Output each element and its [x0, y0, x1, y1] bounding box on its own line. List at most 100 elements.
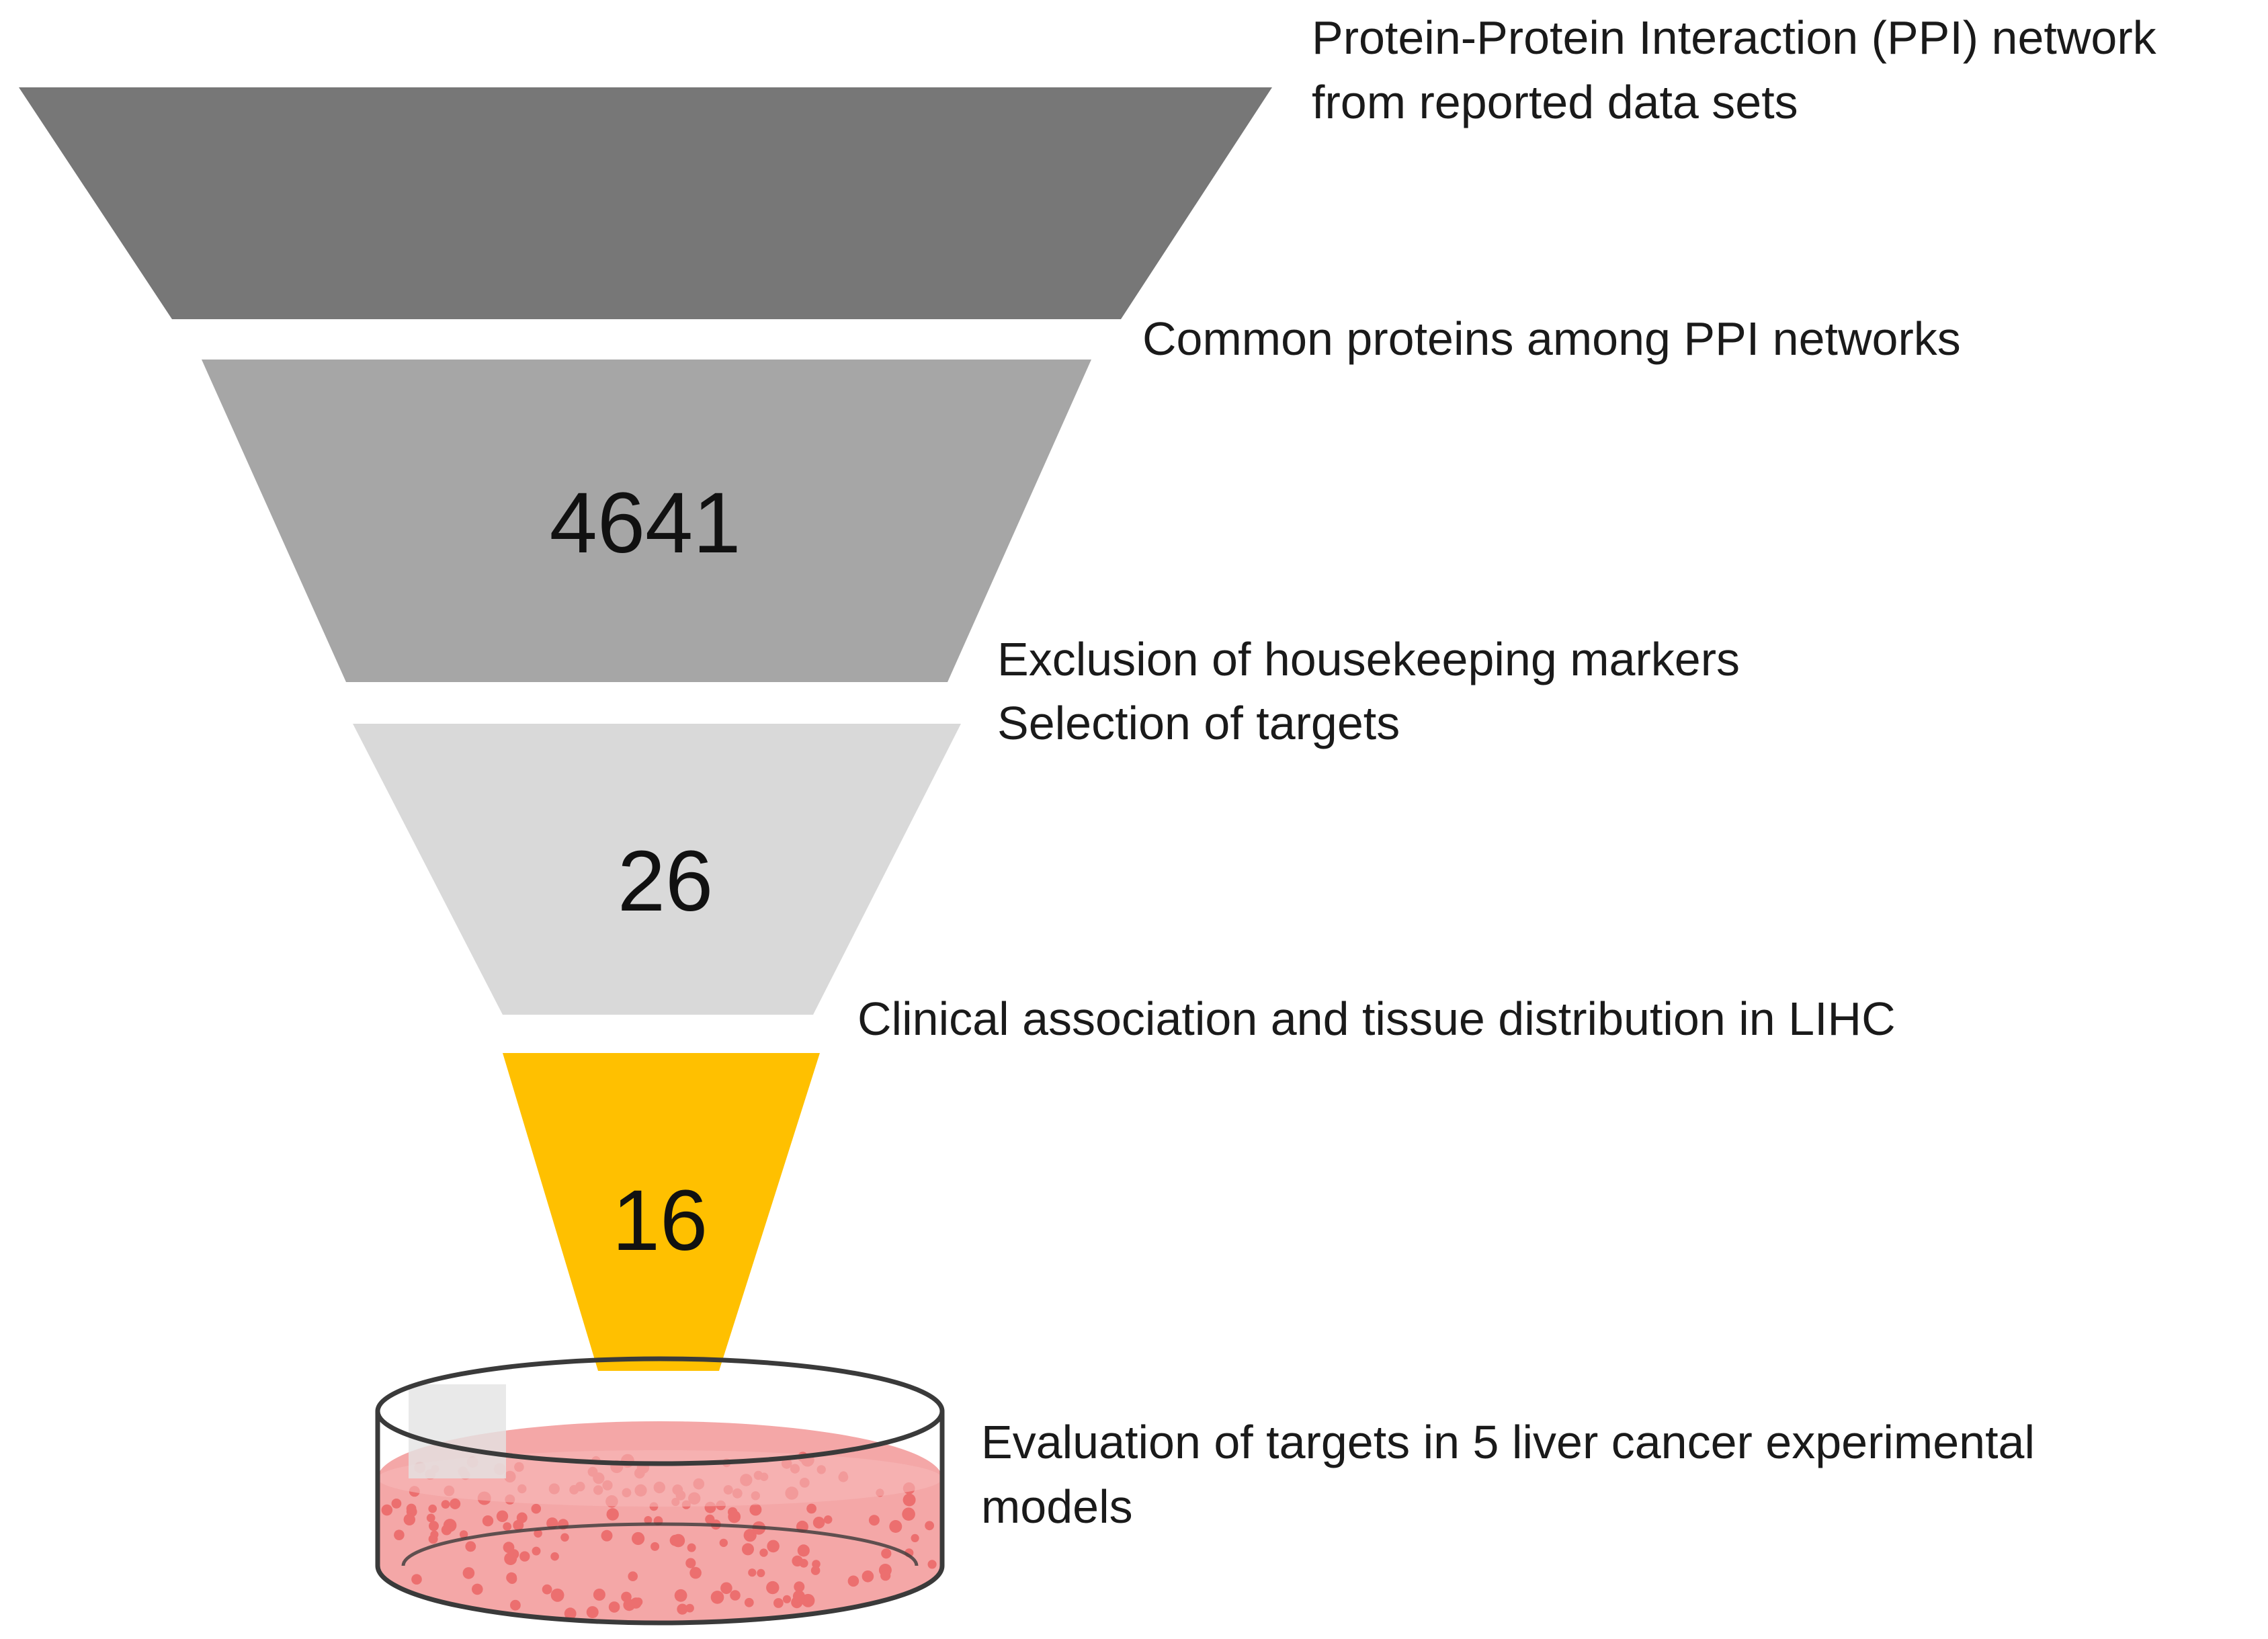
cell-dot — [868, 1515, 880, 1526]
cell-dot — [450, 1498, 461, 1509]
cell-dot — [503, 1542, 515, 1554]
stage-3-count: 26 — [618, 833, 713, 929]
funnel-stage-2: 4641 — [202, 360, 1091, 682]
cell-dot — [767, 1540, 780, 1553]
cell-dot — [430, 1530, 439, 1539]
cell-dot — [806, 1503, 816, 1514]
cell-dot — [462, 1567, 475, 1579]
cell-dot — [792, 1590, 805, 1603]
stage-1-label: Protein-Protein Interaction (PPI) networ… — [1312, 11, 2169, 128]
petri-dish-icon — [375, 1356, 945, 1626]
cell-dot — [810, 1566, 821, 1575]
cell-dot — [482, 1515, 494, 1527]
cell-dot — [650, 1542, 660, 1551]
cell-dot — [812, 1517, 825, 1529]
cell-dot — [685, 1558, 696, 1568]
cell-dot — [542, 1584, 552, 1595]
cell-dot — [426, 1513, 435, 1523]
cell-dot — [748, 1568, 757, 1577]
cell-dot — [564, 1607, 577, 1620]
cell-dot — [687, 1543, 696, 1552]
cell-dot — [644, 1516, 653, 1524]
cell-dot — [504, 1552, 517, 1565]
stage-4-count: 16 — [612, 1173, 708, 1269]
cell-dot — [586, 1606, 599, 1619]
cell-dot — [773, 1598, 784, 1608]
stage-1-shape — [19, 87, 1272, 319]
cell-dot — [880, 1570, 891, 1581]
cell-dot — [411, 1574, 422, 1585]
stage-4-label: Clinical association and tissue distribu… — [857, 993, 1896, 1045]
cell-dot — [593, 1589, 605, 1601]
cell-dot — [889, 1520, 902, 1533]
cell-dot — [925, 1521, 934, 1531]
cell-dot — [847, 1575, 859, 1587]
cell-dot — [606, 1508, 619, 1521]
cell-dot — [677, 1603, 688, 1615]
cell-dot — [782, 1595, 792, 1603]
cell-dot — [441, 1524, 452, 1536]
cell-dot — [671, 1533, 685, 1548]
cell-dot — [496, 1510, 509, 1522]
cell-dot — [632, 1531, 645, 1546]
cell-dot — [792, 1555, 803, 1567]
cell-dot — [744, 1597, 754, 1607]
cell-dot — [674, 1589, 687, 1602]
cell-dot — [394, 1529, 405, 1540]
cell-dot — [608, 1601, 620, 1613]
cell-dot — [516, 1512, 528, 1523]
cell-dot — [797, 1544, 810, 1557]
cell-dot — [428, 1504, 437, 1513]
cell-dot — [534, 1529, 542, 1538]
cell-dot — [601, 1529, 613, 1542]
cell-dot — [506, 1572, 517, 1583]
cell-dot — [927, 1560, 937, 1569]
cell-dot — [465, 1541, 476, 1552]
cell-dot — [550, 1552, 559, 1561]
funnel-stage-3: 26 — [353, 724, 961, 1015]
cell-dot — [472, 1583, 483, 1595]
stage-2-count: 4641 — [550, 475, 741, 571]
funnel-stage-4: 16 — [503, 1053, 820, 1371]
cell-dot — [812, 1560, 821, 1568]
cell-dot — [710, 1591, 724, 1604]
cell-dot — [757, 1568, 765, 1577]
cell-dot — [766, 1581, 780, 1595]
stage-3-shape — [353, 724, 961, 1015]
cell-dot — [911, 1533, 919, 1542]
stage-2-shape — [202, 360, 1091, 682]
cell-dot — [441, 1500, 450, 1509]
cell-dot — [503, 1522, 512, 1531]
cell-dot — [902, 1493, 916, 1507]
cell-dot — [745, 1529, 754, 1539]
cell-dot — [685, 1603, 694, 1613]
cell-dot — [519, 1551, 530, 1562]
cell-dot — [823, 1515, 833, 1524]
cell-dot — [634, 1597, 643, 1607]
cell-dot — [862, 1570, 874, 1583]
cell-dot — [531, 1503, 542, 1514]
cell-dot — [689, 1566, 702, 1579]
stage-2-label: Common proteins among PPI networks — [1142, 312, 1961, 365]
cell-dot — [742, 1543, 754, 1556]
cell-dot — [406, 1503, 417, 1514]
cell-dot — [720, 1582, 732, 1595]
cell-dot — [560, 1533, 569, 1542]
cell-dot — [550, 1588, 564, 1602]
cell-dot — [730, 1590, 741, 1601]
final-step-label: Evaluation of targets in 5 liver cancer … — [981, 1416, 2048, 1533]
cell-dot — [459, 1530, 468, 1539]
cell-dot — [902, 1507, 915, 1521]
cell-dot — [719, 1538, 728, 1548]
cell-dot — [623, 1599, 636, 1611]
stage-3-label: Exclusion of housekeeping markers Select… — [997, 633, 1753, 749]
cell-dot — [749, 1503, 762, 1516]
cell-dot — [510, 1599, 521, 1611]
cell-dot — [391, 1499, 402, 1509]
cell-dot — [429, 1521, 439, 1531]
cell-dot — [628, 1571, 638, 1581]
cell-dot — [881, 1548, 892, 1559]
cell-dot — [759, 1548, 768, 1557]
